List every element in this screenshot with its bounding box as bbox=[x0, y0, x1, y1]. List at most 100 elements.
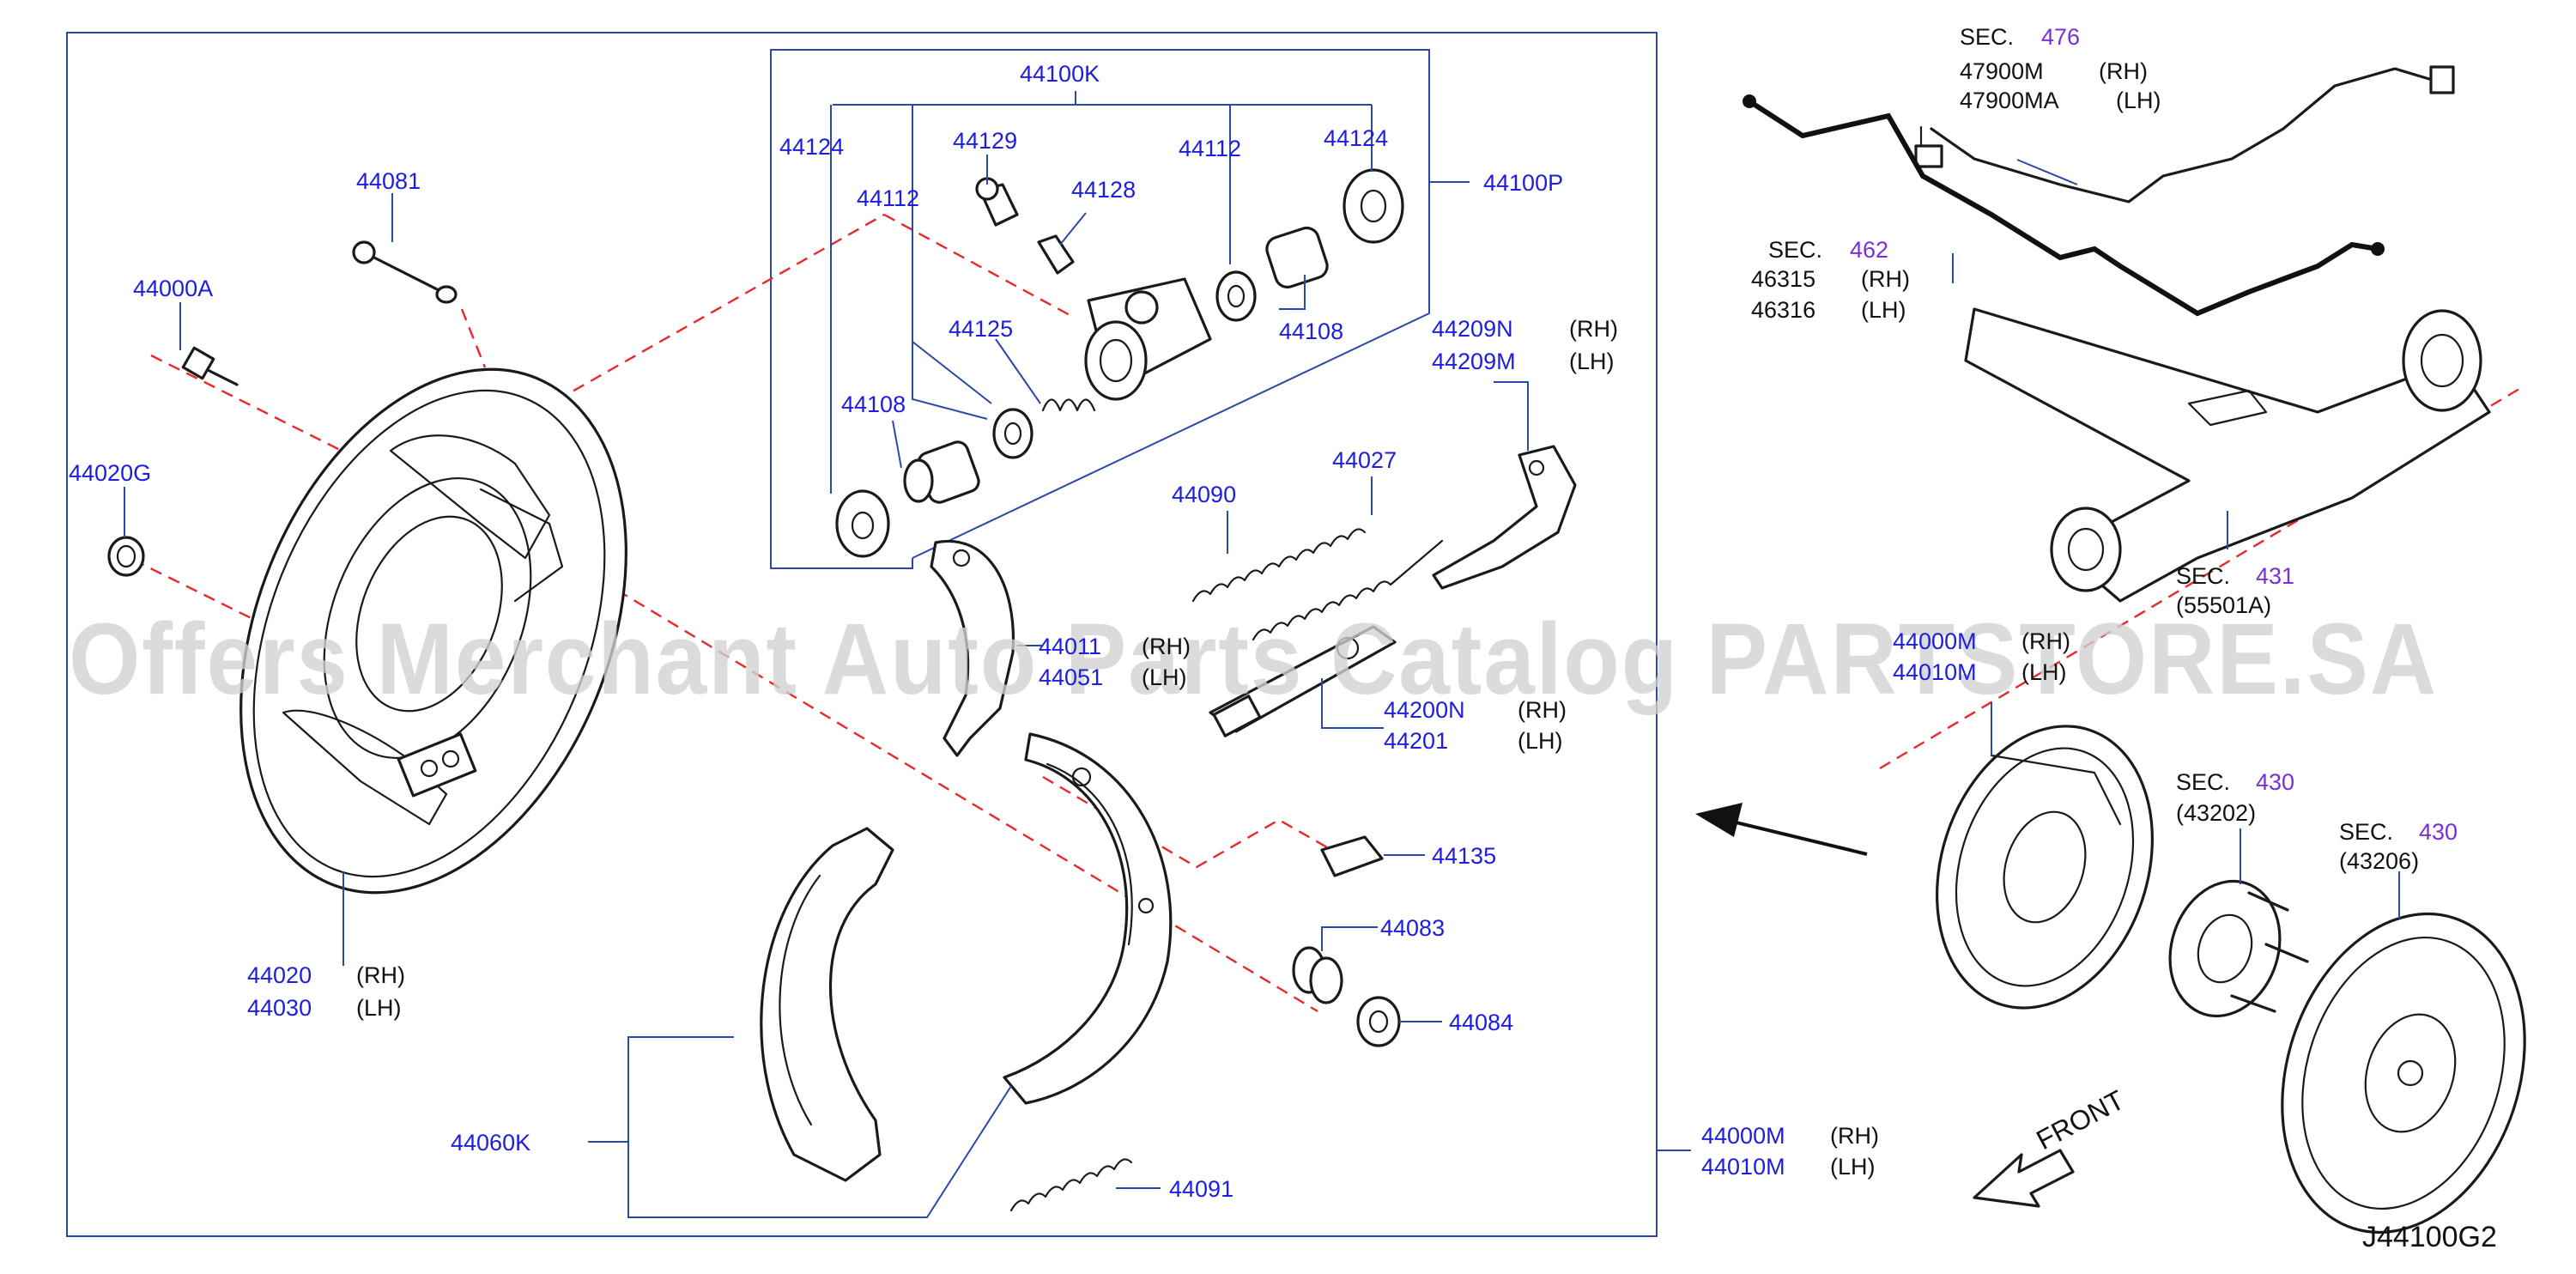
sec-word-462: SEC. bbox=[1768, 237, 1822, 263]
side-lh-44030: (LH) bbox=[356, 995, 402, 1021]
sensor-harness-illustration bbox=[1914, 65, 2455, 203]
label-44091[interactable]: 44091 bbox=[1169, 1176, 1233, 1202]
label-44000A[interactable]: 44000A bbox=[133, 276, 213, 301]
label-44000M[interactable]: 44000M bbox=[1701, 1123, 1785, 1149]
label-44209M[interactable]: 44209M bbox=[1432, 349, 1516, 374]
wheel-cylinder-kit-frame bbox=[770, 49, 1430, 569]
plug-44020G-illustration bbox=[107, 536, 145, 577]
label-44125[interactable]: 44125 bbox=[949, 316, 1013, 342]
centerline-6 bbox=[549, 548, 1318, 1013]
centerline-2 bbox=[384, 213, 885, 500]
centerline-4 bbox=[460, 308, 487, 368]
leader-44125 bbox=[995, 338, 1041, 404]
label-44201[interactable]: 44201 bbox=[1384, 728, 1448, 754]
spring-44091-illustration bbox=[1009, 1158, 1133, 1212]
label-44209N[interactable]: 44209N bbox=[1432, 316, 1513, 342]
label-44000M-right[interactable]: 44000M bbox=[1893, 628, 1977, 654]
label-44060K[interactable]: 44060K bbox=[451, 1130, 530, 1156]
brake-shoe-left-illustration bbox=[760, 827, 894, 1182]
brake-tube-illustration bbox=[1743, 94, 2385, 317]
bolt-44081-illustration bbox=[352, 240, 458, 304]
leader-44128 bbox=[1059, 212, 1087, 246]
sec-word-431: SEC. bbox=[2176, 563, 2230, 589]
label-44010M[interactable]: 44010M bbox=[1701, 1154, 1785, 1180]
section-462[interactable]: 462 bbox=[1850, 237, 1888, 263]
sec-word-476: SEC. bbox=[1960, 24, 2014, 50]
label-44124-left[interactable]: 44124 bbox=[779, 134, 844, 160]
label-44051[interactable]: 44051 bbox=[1039, 664, 1103, 690]
section-430-hub[interactable]: 430 bbox=[2256, 769, 2294, 795]
cup-44084-illustration bbox=[1356, 996, 1401, 1047]
leader-44112-left bbox=[912, 215, 988, 420]
side-lh-44209M: (LH) bbox=[1569, 349, 1615, 374]
section-431[interactable]: 431 bbox=[2256, 563, 2294, 589]
label-44020G[interactable]: 44020G bbox=[69, 460, 151, 486]
label-44112-left[interactable]: 44112 bbox=[857, 185, 919, 211]
leader-476 bbox=[2016, 159, 2078, 185]
label-44100K[interactable]: 44100K bbox=[1020, 61, 1100, 87]
side-rh-44200N: (RH) bbox=[1518, 697, 1567, 723]
side-rh-46315: (RH) bbox=[1861, 266, 1910, 292]
leader-44108b bbox=[1279, 275, 1306, 310]
section-430-drum[interactable]: 430 bbox=[2419, 819, 2458, 845]
label-44090[interactable]: 44090 bbox=[1172, 482, 1236, 507]
side-lh-44010M: (LH) bbox=[1830, 1154, 1876, 1180]
label-44124-right[interactable]: 44124 bbox=[1324, 125, 1388, 151]
leader-44060K-bracket bbox=[627, 1036, 1012, 1218]
front-direction-arrow-icon bbox=[1973, 1149, 2075, 1208]
side-rh-44000M: (RH) bbox=[1830, 1123, 1879, 1149]
centerline-3 bbox=[883, 213, 1072, 318]
part-46315: 46315 bbox=[1751, 266, 1815, 292]
label-44027[interactable]: 44027 bbox=[1332, 447, 1397, 473]
leader-44108a bbox=[892, 420, 902, 469]
side-rh-44000M-right: (RH) bbox=[2021, 628, 2070, 654]
section-476[interactable]: 476 bbox=[2041, 24, 2080, 50]
label-44081[interactable]: 44081 bbox=[356, 168, 421, 194]
sec-word-430a: SEC. bbox=[2176, 769, 2230, 795]
label-44129[interactable]: 44129 bbox=[953, 128, 1017, 154]
main-assembly-frame bbox=[66, 32, 1658, 1237]
axle-beam-illustration bbox=[1964, 307, 2491, 603]
wheel-cylinder-illustration bbox=[1084, 277, 1212, 401]
label-44112-right[interactable]: 44112 bbox=[1179, 136, 1241, 161]
kit-frame-lower bbox=[912, 182, 1430, 559]
front-label: FRONT bbox=[2031, 1084, 2129, 1156]
leader-44083 bbox=[1321, 926, 1378, 951]
side-lh-44010M-right: (LH) bbox=[2021, 659, 2067, 685]
centerline-1 bbox=[150, 354, 351, 457]
spring-44083-illustration bbox=[1292, 946, 1343, 1004]
label-44200N[interactable]: 44200N bbox=[1384, 697, 1465, 723]
label-44020[interactable]: 44020 bbox=[247, 962, 312, 988]
assembly-arrow-icon bbox=[1695, 803, 1868, 856]
part-46316: 46316 bbox=[1751, 297, 1815, 323]
label-44011[interactable]: 44011 bbox=[1039, 634, 1101, 659]
watermark: Offers Merchant Auto Parts Catalog PARTS… bbox=[69, 603, 2438, 716]
label-44108-left[interactable]: 44108 bbox=[841, 391, 906, 417]
adjuster-44200N-illustration bbox=[1209, 625, 1397, 737]
leader-44209 bbox=[1494, 381, 1529, 451]
label-44030[interactable]: 44030 bbox=[247, 995, 312, 1021]
part-43206: (43206) bbox=[2339, 848, 2419, 874]
side-lh-44051: (LH) bbox=[1142, 664, 1187, 690]
label-44128[interactable]: 44128 bbox=[1071, 177, 1136, 203]
side-rh-44011: (RH) bbox=[1142, 634, 1191, 659]
label-44083[interactable]: 44083 bbox=[1380, 915, 1445, 941]
label-44010M-right[interactable]: 44010M bbox=[1893, 659, 1977, 685]
boot-piston-right-illustration bbox=[1215, 168, 1404, 322]
clip-44135-illustration bbox=[1320, 835, 1384, 877]
spring-44027-illustration bbox=[1252, 539, 1444, 641]
part-47900M: 47900M bbox=[1960, 58, 2044, 84]
label-44108-right[interactable]: 44108 bbox=[1279, 318, 1343, 344]
label-44084[interactable]: 44084 bbox=[1449, 1010, 1513, 1035]
label-44135[interactable]: 44135 bbox=[1432, 843, 1496, 869]
label-44100P[interactable]: 44100P bbox=[1483, 170, 1563, 196]
spring-44090-illustration bbox=[1191, 528, 1367, 603]
bleeder-illustration bbox=[975, 177, 1075, 275]
side-rh-44020: (RH) bbox=[356, 962, 405, 988]
brake-drum-illustration bbox=[2281, 912, 2526, 1235]
part-55501A: (55501A) bbox=[2176, 592, 2271, 618]
side-lh-47900MA: (LH) bbox=[2116, 88, 2161, 113]
diagram-code: J44100G2 bbox=[2362, 1221, 2497, 1253]
side-rh-44209N: (RH) bbox=[1569, 316, 1618, 342]
adjuster-lever-illustration bbox=[1432, 445, 1577, 590]
